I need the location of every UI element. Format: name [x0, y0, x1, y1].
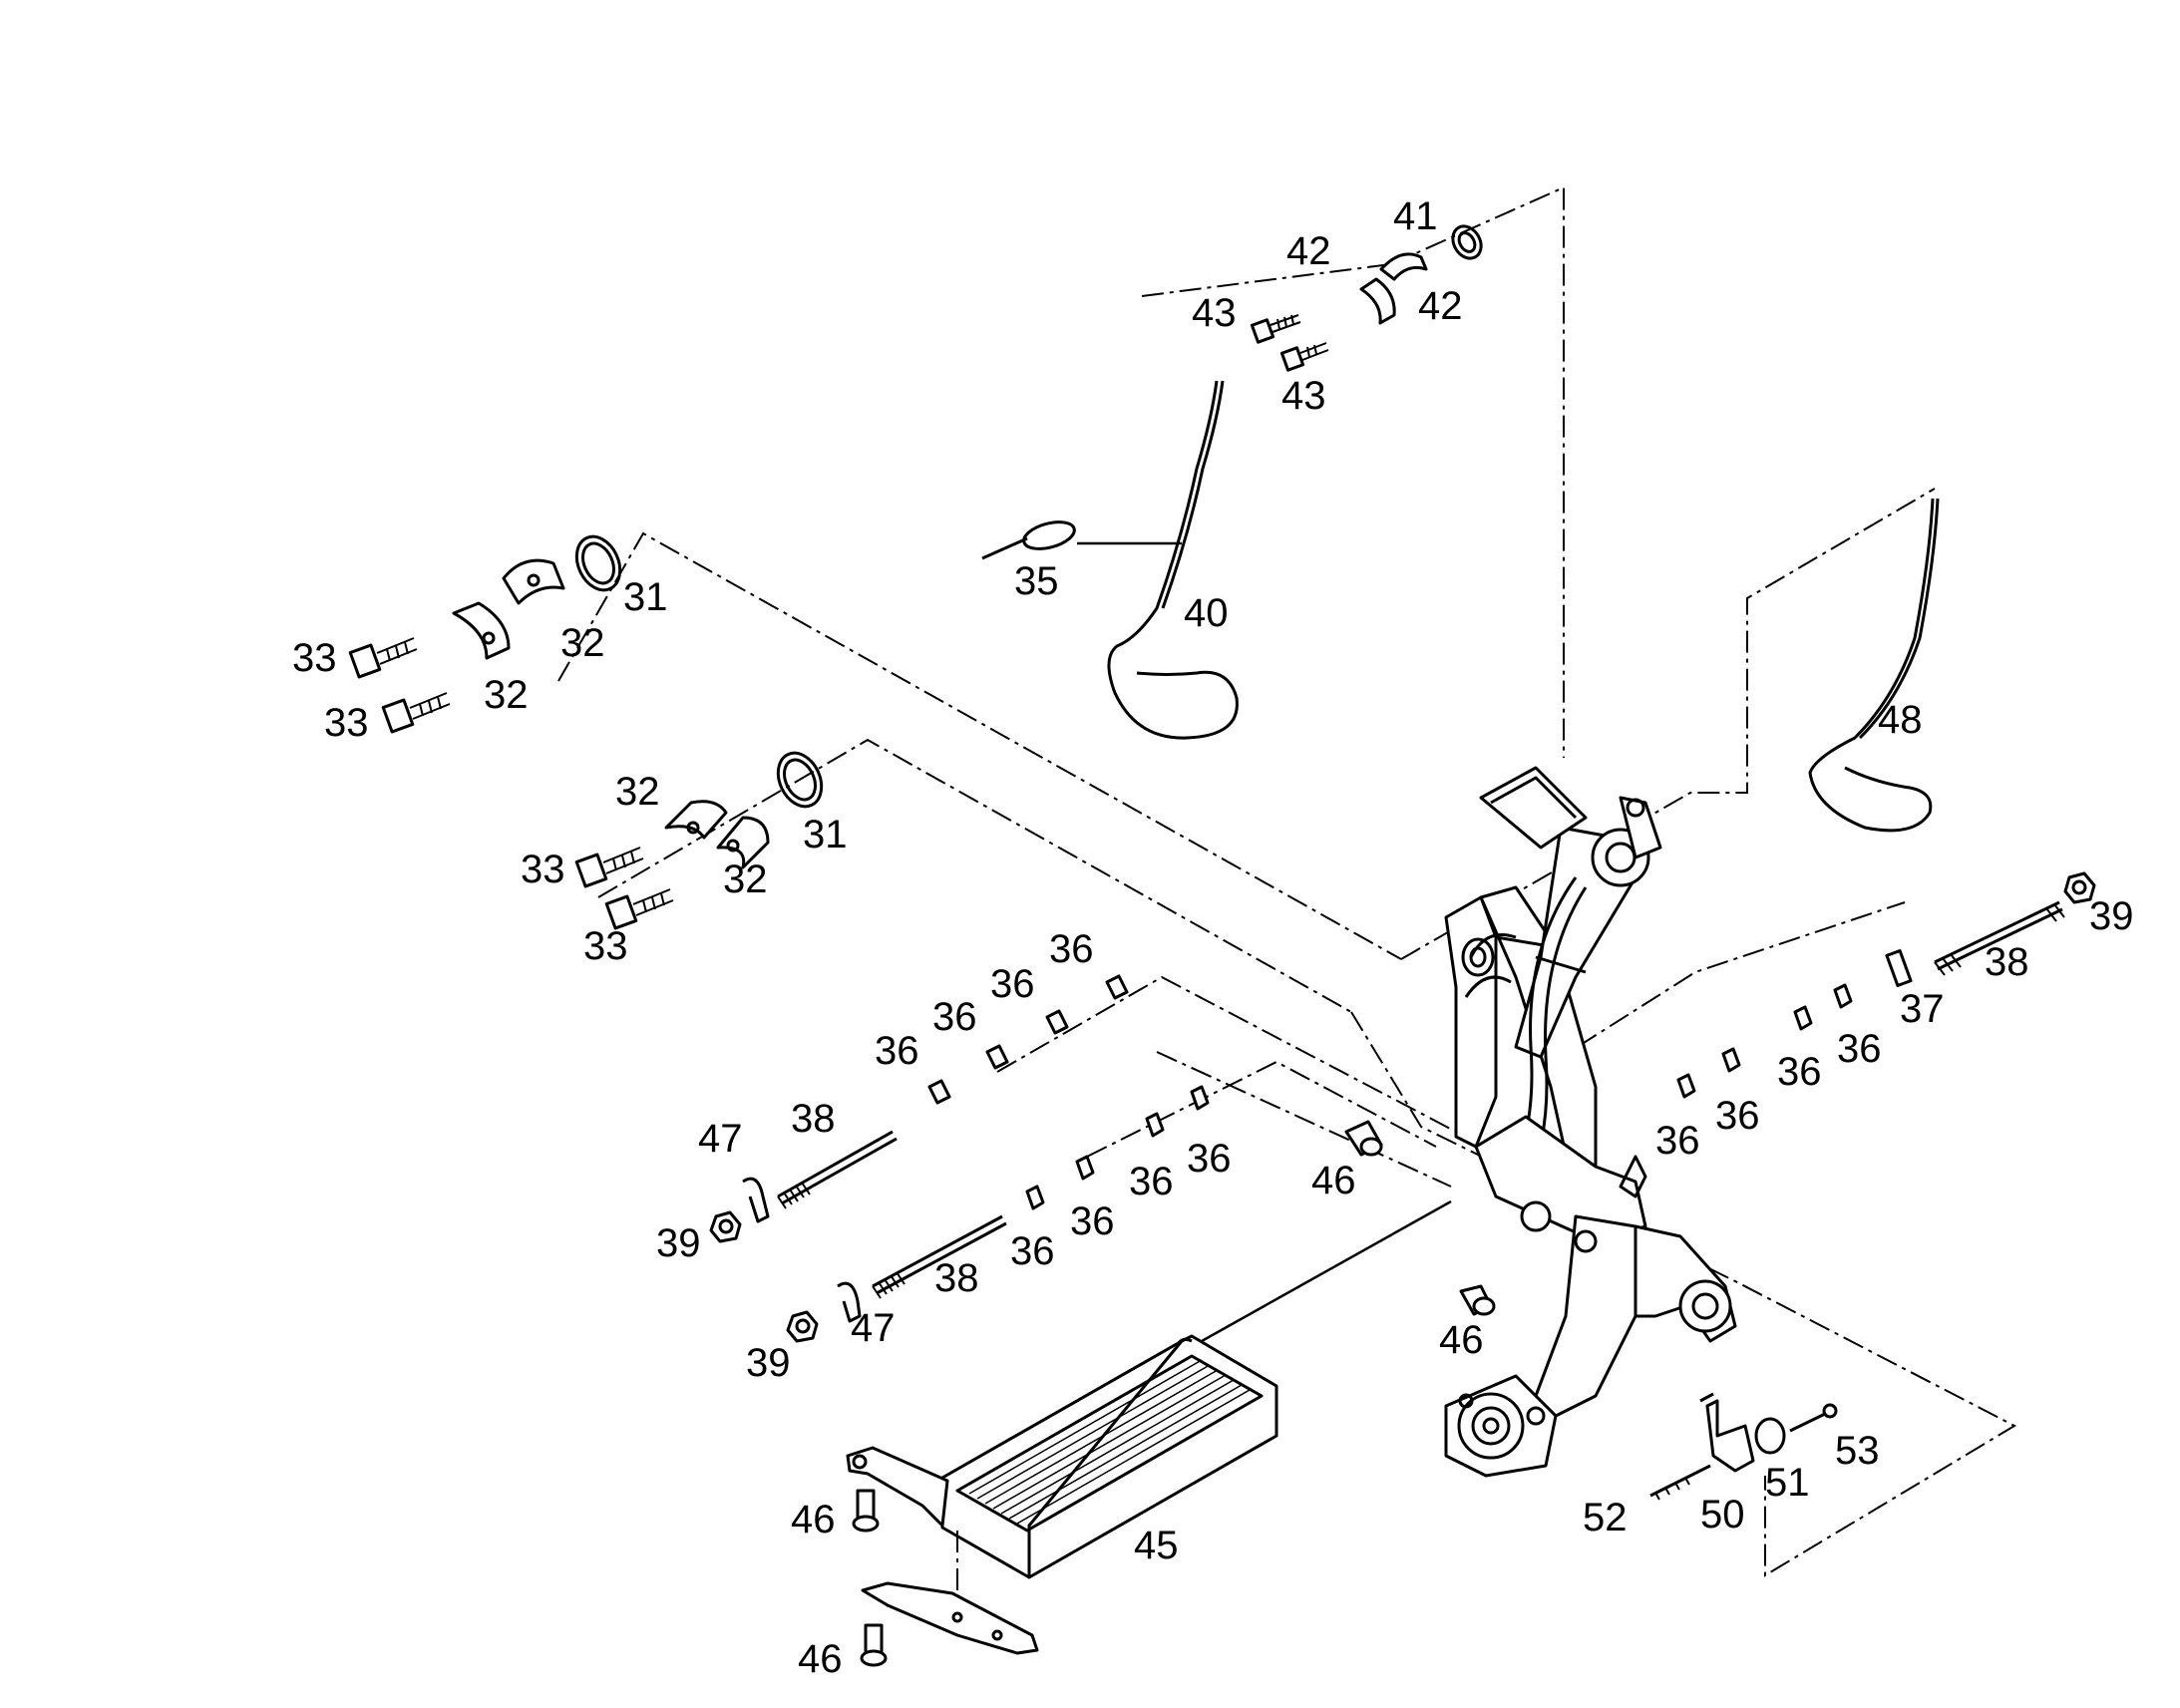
callout-50: 50 — [1700, 1493, 1745, 1537]
callout-45: 45 — [1134, 1524, 1179, 1567]
callout-39: 39 — [656, 1221, 701, 1265]
bolt-33a — [348, 637, 418, 679]
callout-36: 36 — [990, 962, 1035, 1006]
callout-31: 31 — [803, 813, 848, 856]
bolt-33c — [574, 847, 644, 888]
callout-33: 33 — [521, 848, 565, 891]
callout-36: 36 — [1129, 1160, 1174, 1203]
callout-46: 46 — [798, 1637, 843, 1681]
callout-32: 32 — [484, 673, 529, 717]
callout-36: 36 — [1049, 927, 1094, 971]
callout-42: 42 — [1418, 284, 1463, 328]
callout-46: 46 — [1439, 1318, 1484, 1362]
callout-46: 46 — [1311, 1159, 1356, 1202]
pin-46b — [1459, 1284, 1496, 1316]
clip-47b — [837, 1281, 862, 1323]
flange-half-42b — [1359, 277, 1396, 325]
callout-38: 38 — [1985, 940, 2029, 984]
callout-36: 36 — [1837, 1027, 1882, 1071]
bolt-33d — [604, 888, 674, 930]
callout-32: 32 — [615, 770, 660, 814]
hose-40 — [1077, 380, 1239, 740]
bolt-53 — [1789, 1403, 1838, 1433]
assembly-lines — [557, 185, 2017, 1590]
step-45 — [846, 1199, 1452, 1655]
pin-46d — [860, 1623, 888, 1667]
rod-38b — [872, 1214, 1007, 1299]
rod-38a — [777, 1130, 898, 1209]
flange-32c — [664, 800, 728, 840]
main-frame-assembly — [1444, 766, 1737, 1478]
flange-32a — [502, 558, 565, 605]
pin-46c — [852, 1489, 880, 1533]
callout-38: 38 — [791, 1097, 836, 1141]
clip-36-lower-row — [1025, 1085, 1210, 1210]
clamp-51 — [1754, 1417, 1786, 1455]
callout-32: 32 — [560, 621, 605, 665]
bolt-43a — [1250, 314, 1301, 344]
flange-half-42a — [1379, 252, 1428, 281]
callout-36: 36 — [1777, 1050, 1822, 1094]
callout-43: 43 — [1192, 291, 1237, 335]
callout-39: 39 — [746, 1341, 791, 1385]
callout-37: 37 — [1900, 987, 1945, 1031]
sensor-50 — [1699, 1392, 1755, 1473]
callout-36: 36 — [932, 995, 977, 1039]
nut-39c — [2063, 871, 2096, 904]
callout-53: 53 — [1835, 1429, 1880, 1473]
callout-51: 51 — [1765, 1461, 1810, 1505]
callout-36: 36 — [1070, 1199, 1115, 1243]
bolt-43b — [1279, 342, 1329, 372]
callout-31: 31 — [623, 575, 668, 619]
callout-33: 33 — [583, 924, 628, 968]
callout-42: 42 — [1286, 229, 1331, 273]
callout-36: 36 — [1655, 1119, 1700, 1163]
callout-35: 35 — [1014, 559, 1059, 603]
clip-36-right — [1676, 983, 1853, 1099]
flange-32b — [452, 601, 511, 660]
callout-33: 33 — [324, 701, 369, 745]
callout-39: 39 — [2089, 894, 2134, 938]
flange-32d — [716, 816, 770, 869]
callout-47: 47 — [851, 1306, 896, 1350]
callout-43: 43 — [1281, 374, 1326, 418]
rod-38c — [1934, 900, 2065, 976]
nut-39a — [709, 1210, 742, 1243]
callout-36: 36 — [1715, 1094, 1760, 1138]
callout-36: 36 — [1187, 1137, 1232, 1181]
callout-38: 38 — [934, 1256, 979, 1300]
clip-47a — [742, 1177, 770, 1223]
clip-36-upper-row — [927, 974, 1129, 1105]
callout-46: 46 — [791, 1498, 836, 1541]
bolt-33b — [381, 692, 451, 734]
callout-40: 40 — [1184, 591, 1229, 635]
o-ring-31b — [776, 751, 824, 809]
callout-52: 52 — [1583, 1496, 1628, 1539]
bolt-52 — [1649, 1464, 1711, 1501]
shim-37 — [1885, 949, 1913, 987]
callout-36: 36 — [1010, 1229, 1055, 1273]
callout-48: 48 — [1878, 698, 1923, 742]
hose-48 — [1808, 498, 1940, 833]
cable-tie-35 — [981, 520, 1076, 560]
callout-32: 32 — [723, 857, 768, 901]
o-ring-31a — [574, 534, 622, 592]
nut-39b — [786, 1310, 819, 1343]
pin-46a — [1344, 1120, 1383, 1157]
callout-labels: 41 42 42 43 43 35 40 31 32 32 33 33 32 3… — [292, 194, 2134, 1681]
callout-33: 33 — [292, 636, 337, 680]
callout-41: 41 — [1393, 194, 1438, 238]
callout-36: 36 — [875, 1029, 919, 1073]
seal-ring-41 — [1451, 224, 1483, 260]
callout-47: 47 — [698, 1117, 743, 1161]
